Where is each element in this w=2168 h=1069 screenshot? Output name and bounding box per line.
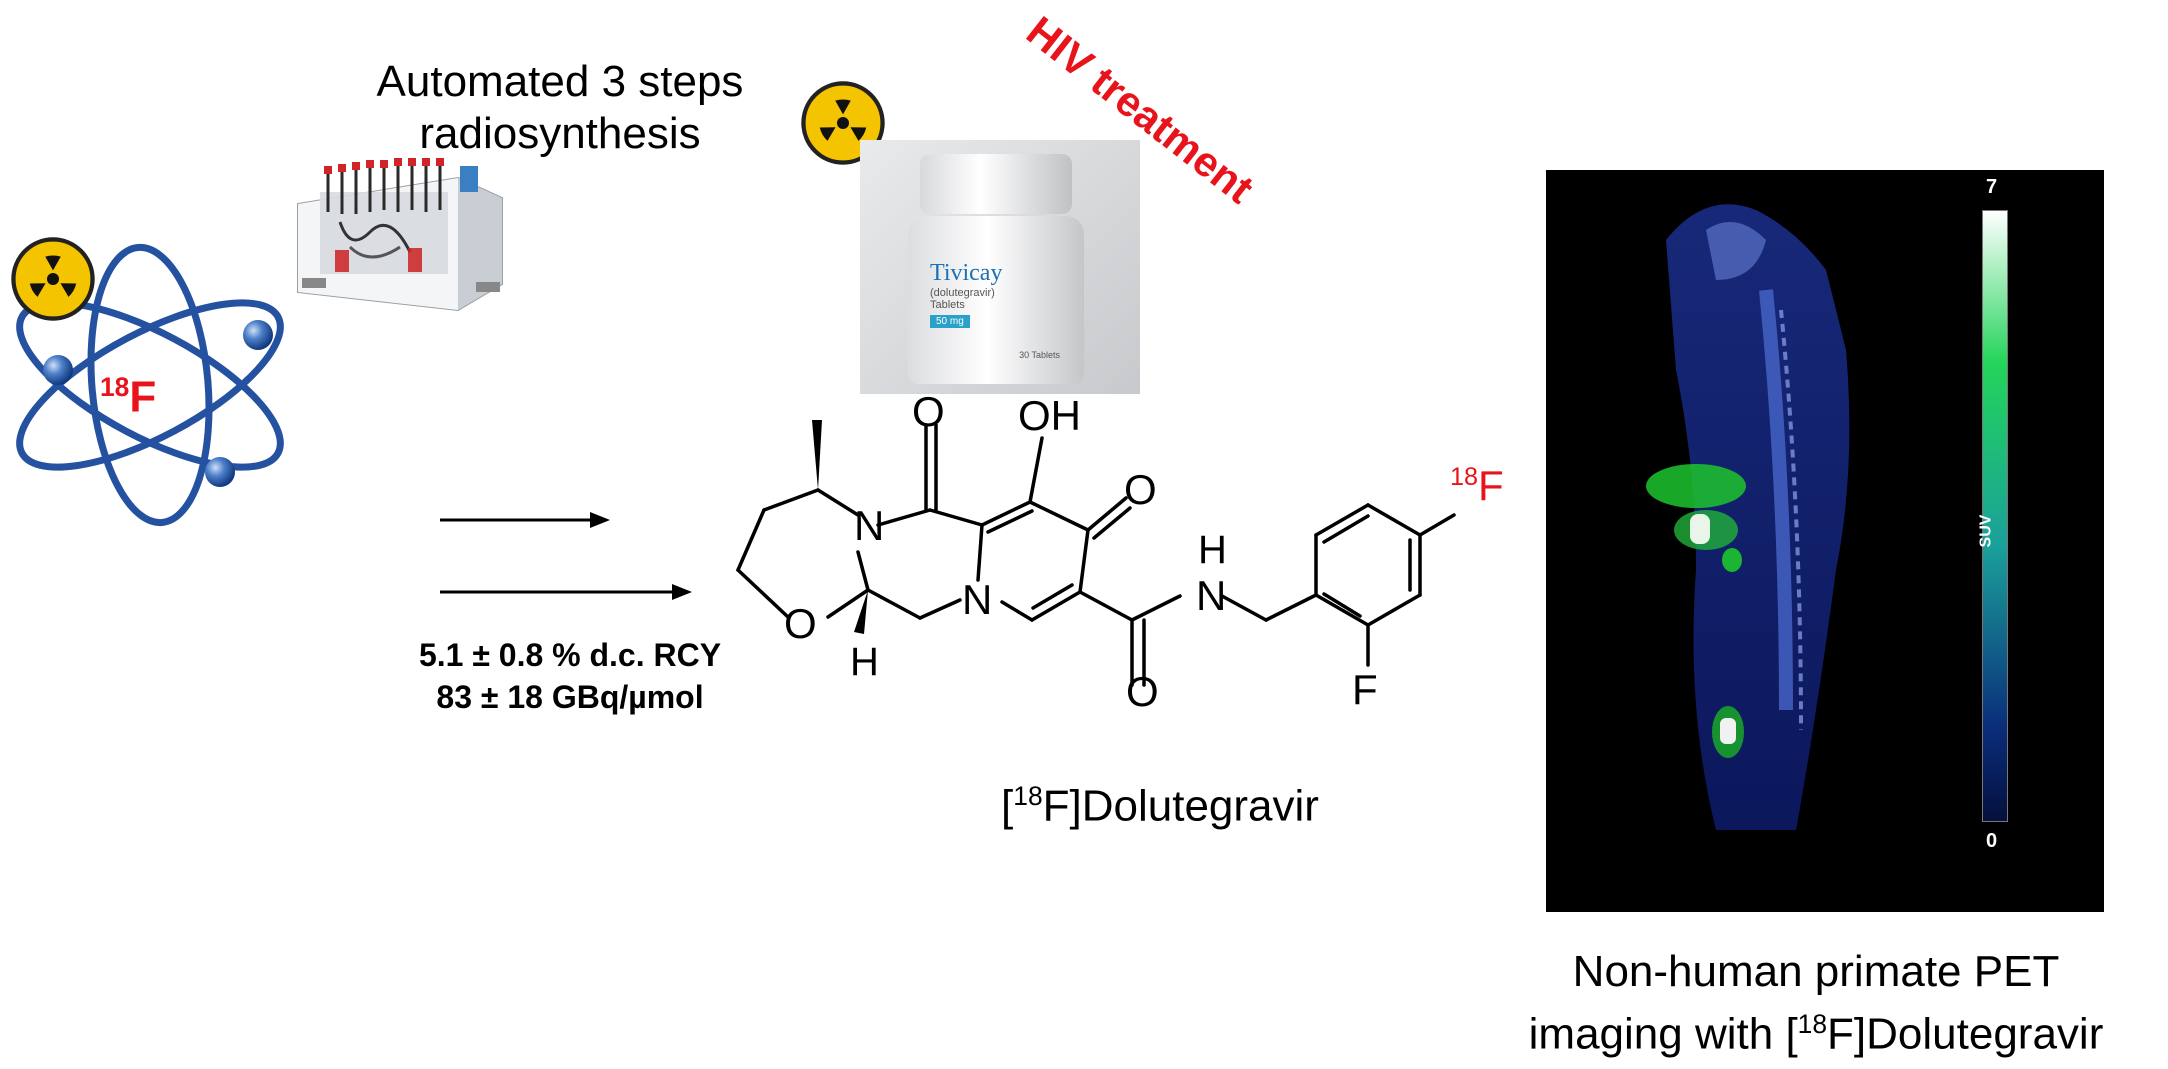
- pet-caption-suffix: F]Dolutegravir: [1827, 1009, 2104, 1059]
- suv-colorbar: [1982, 210, 2008, 822]
- structure-label-oh: OH: [1018, 392, 1081, 439]
- bottle-brand: Tivicay: [930, 260, 1003, 286]
- electron-2: [43, 355, 73, 385]
- suv-scale-label: SUV: [1977, 514, 1995, 548]
- atom-isotope-label: 18F: [100, 362, 156, 423]
- structure-label-ketone-o: O: [1124, 466, 1157, 513]
- pet-scan-image: 7 0 SUV: [1546, 170, 2104, 912]
- orbit-diagonal-b: [16, 299, 284, 471]
- f18-mass: 18: [1450, 463, 1479, 491]
- title-line-1: Automated 3 steps: [376, 57, 744, 106]
- product-isotope-mass: 18: [1013, 781, 1043, 811]
- structure-label-f18: 18F: [1450, 462, 1504, 510]
- synthesizer-module-image: [297, 158, 503, 312]
- reaction-arrows: [440, 512, 692, 600]
- structure-label-o-ring: O: [784, 600, 817, 647]
- bottle-body: [908, 216, 1084, 384]
- orbit-vertical: [87, 243, 213, 527]
- title: Automated 3 steps radiosynthesis: [300, 56, 820, 160]
- structure-label-n-left: N: [854, 502, 885, 549]
- electron-1: [243, 320, 273, 350]
- structure-label-nh-h: H: [1198, 528, 1227, 572]
- drug-bottle-image: Tivicay (dolutegravir) Tablets 50 mg 30 …: [860, 140, 1140, 394]
- pet-caption-mass: 18: [1797, 1009, 1828, 1039]
- methyl-wedge: [812, 420, 822, 490]
- pet-caption: Non-human primate PET imaging with [18F]…: [1476, 946, 2156, 1061]
- orbit-diagonal-a: [16, 299, 284, 471]
- structure-label-f-ortho: F: [1352, 666, 1378, 713]
- structure-label-n-ring: N: [962, 576, 993, 623]
- f18-element: F: [1478, 462, 1504, 509]
- suv-scale-min: 0: [1986, 830, 1998, 852]
- product-bracket: [: [1001, 781, 1014, 831]
- bottle-form: Tablets: [930, 299, 965, 311]
- electron-3: [205, 457, 235, 487]
- title-line-2: radiosynthesis: [419, 109, 701, 158]
- bottle-cap: [920, 154, 1072, 214]
- suv-scale-max: 7: [1986, 176, 1998, 198]
- dolutegravir-structure: [736, 420, 1456, 687]
- structure-label-h-stereo: H: [850, 640, 879, 684]
- pet-scan-body: [1646, 204, 1850, 830]
- structure-label-amide-o: O: [1126, 668, 1159, 715]
- product-name: [18F]Dolutegravir: [960, 770, 1360, 833]
- atom-illustration: [16, 243, 284, 527]
- structure-label-nh-n: N: [1196, 572, 1227, 619]
- bottle-dose: 50 mg: [930, 315, 970, 328]
- molar-activity-text: 83 ± 18 GBq/µmol: [436, 679, 704, 715]
- pet-caption-line-1: Non-human primate PET: [1572, 947, 2060, 996]
- reaction-conditions: 5.1 ± 0.8 % d.c. RCY 83 ± 18 GBq/µmol: [380, 634, 760, 718]
- hydrogen-wedge: [854, 590, 868, 634]
- bottle-count: 30 Tablets: [1019, 350, 1060, 360]
- structure-label-carbonyl-o: O: [912, 388, 945, 435]
- pet-caption-prefix: imaging with [: [1528, 1009, 1798, 1059]
- product-name-text: F]Dolutegravir: [1042, 781, 1319, 831]
- atom-isotope-mass: 18: [100, 372, 130, 402]
- bottle-generic: (dolutegravir): [930, 287, 995, 299]
- bottle-label: Tivicay (dolutegravir) Tablets 50 mg 30 …: [930, 252, 1060, 362]
- radiation-icon: [11, 237, 95, 321]
- atom-element: F: [129, 372, 157, 422]
- rcy-text: 5.1 ± 0.8 % d.c. RCY: [418, 637, 722, 673]
- pet-caption-line-2: imaging with [18F]Dolutegravir: [1476, 998, 2156, 1061]
